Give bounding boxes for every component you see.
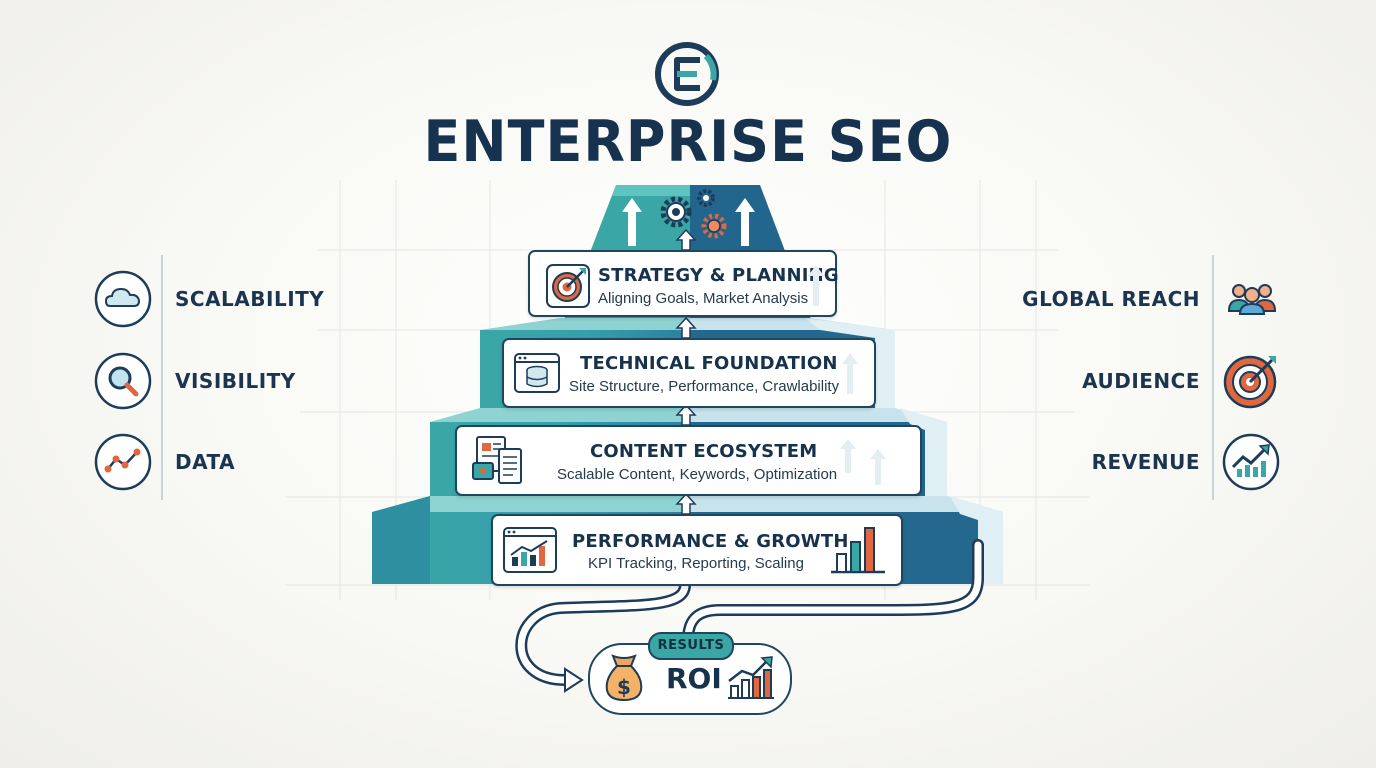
database-window-icon — [514, 353, 560, 393]
tier-title: STRATEGY & PLANNING — [598, 265, 839, 286]
cloud-icon — [94, 270, 152, 328]
tier-subtitle: KPI Tracking, Reporting, Scaling — [588, 555, 804, 572]
magnifier-icon — [94, 352, 152, 410]
audience-label: AUDIENCE — [1082, 369, 1200, 393]
global-reach-label: GLOBAL REACH — [1022, 287, 1200, 311]
page-title: ENTERPRISE SEO — [423, 108, 953, 175]
tier-card-technical: TECHNICAL FOUNDATION Site Structure, Per… — [502, 338, 876, 408]
target-icon — [1223, 355, 1277, 409]
tier-card-strategy: STRATEGY & PLANNING Aligning Goals, Mark… — [528, 250, 839, 317]
tier-subtitle: Aligning Goals, Market Analysis — [598, 290, 809, 307]
visibility-label: VISIBILITY — [175, 369, 296, 393]
growth-chart-icon — [1222, 433, 1280, 491]
people-icon — [1227, 284, 1277, 315]
line-chart-icon — [94, 433, 152, 491]
tier-title: PERFORMANCE & GROWTH — [572, 531, 849, 552]
analytics-window-icon — [503, 527, 557, 573]
documents-icon — [472, 436, 522, 484]
scalability-label: SCALABILITY — [175, 287, 325, 311]
gears-icon — [660, 189, 727, 239]
strategy-target-icon — [546, 264, 590, 308]
faded-arrow-icon — [808, 265, 824, 306]
growth-arrows-icon — [622, 198, 755, 246]
money-bag-icon: $ — [605, 654, 643, 702]
faded-arrow-icon — [842, 353, 858, 394]
tier-subtitle: Scalable Content, Keywords, Optimization — [557, 466, 838, 483]
growth-bars-icon — [728, 656, 774, 699]
roi-label: ROI — [666, 662, 722, 695]
tier-title: TECHNICAL FOUNDATION — [580, 353, 838, 374]
bar-chart-icon — [831, 527, 885, 574]
results-badge: RESULTS — [648, 632, 734, 660]
logo-icon — [655, 42, 719, 106]
tier-card-content: CONTENT ECOSYSTEM Scalable Content, Keyw… — [455, 425, 922, 496]
faded-arrows-icon — [840, 439, 886, 485]
connector-arrows — [675, 228, 697, 515]
roi-flow-paths — [515, 539, 984, 693]
tier-subtitle: Site Structure, Performance, Crawlabilit… — [569, 378, 840, 395]
svg-text:$: $ — [617, 675, 631, 699]
revenue-label: REVENUE — [1091, 450, 1200, 474]
tier-card-performance: PERFORMANCE & GROWTH KPI Tracking, Repor… — [491, 514, 903, 586]
tier-title: CONTENT ECOSYSTEM — [590, 441, 818, 462]
data-label: DATA — [175, 450, 236, 474]
